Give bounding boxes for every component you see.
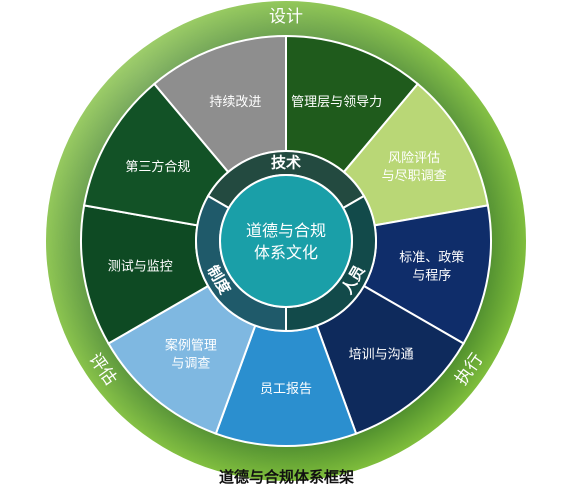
segment-label-1: 持续改进 <box>209 94 261 109</box>
center-label: 道德与合规体系文化 <box>246 221 326 262</box>
segment-label-8: 测试与监控 <box>108 259 173 274</box>
segment-label-2: 管理层与领导力 <box>291 94 382 109</box>
segment-label-5: 培训与沟通 <box>349 346 414 362</box>
segment-label-9: 第三方合规 <box>125 159 190 175</box>
center-disc <box>219 174 353 308</box>
segment-label-3: 风险评估与尽职调查 <box>382 151 447 184</box>
inner-label-1: 技术 <box>271 154 301 172</box>
segment-label-6: 员工报告 <box>260 382 312 397</box>
center-circle: 道德与合规体系文化 <box>219 174 353 308</box>
segment-label-7: 案例管理与调查 <box>165 338 217 371</box>
outer-label-1: 设计 <box>269 7 303 27</box>
diagram-caption: 道德与合规体系框架 <box>218 468 354 486</box>
segment-label-4: 标准、政策与程序 <box>399 249 464 283</box>
